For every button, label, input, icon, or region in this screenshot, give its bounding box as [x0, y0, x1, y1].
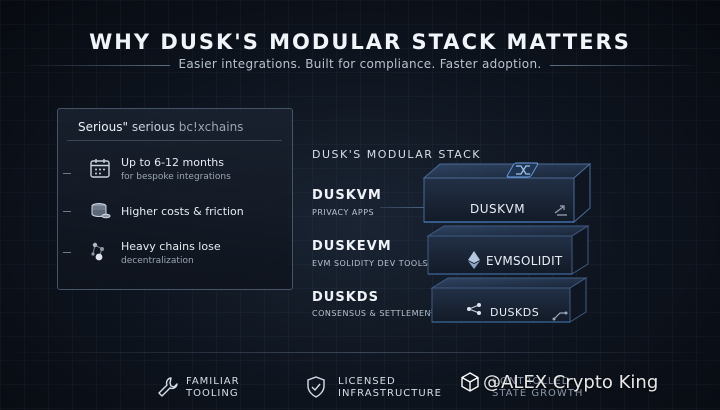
- footer-line1: LICENSED: [338, 376, 396, 387]
- wrench-icon: [158, 377, 178, 397]
- network-icon: [467, 303, 481, 315]
- panel-heading-a: Serious": [78, 120, 128, 134]
- block-duskvm: [422, 162, 592, 224]
- layer-sub-duskvm: PRIVACY APPS: [312, 208, 375, 217]
- problems-panel: [57, 108, 293, 290]
- layer-sub-duskevm: EVM SOLIDITY DEV TOOLS: [312, 259, 429, 268]
- item-title: Up to 6-12 months: [121, 156, 224, 169]
- block-duskds: [430, 277, 588, 323]
- footer-line1: FAMILIAR: [186, 376, 240, 387]
- connector-line: [426, 312, 432, 313]
- layer-title-duskvm: DUSKVM: [312, 188, 382, 203]
- block-label-duskevm: EVMSOLIDIT: [486, 254, 563, 268]
- ethereum-icon: [468, 251, 480, 269]
- item-sub: decentralization: [121, 256, 194, 266]
- page-subtitle: Easier integrations. Built for complianc…: [178, 57, 542, 71]
- item-sub: for bespoke integrations: [121, 172, 231, 182]
- subtitle-rule-right: [550, 65, 700, 66]
- nodes-icon: [91, 242, 104, 261]
- connector-line: [420, 263, 430, 264]
- panel-dash: [63, 173, 71, 174]
- layer-sub-duskds: CONSENSUS & SETTLEMENT: [312, 309, 437, 318]
- panel-heading: Serious" serious bc!xchains: [78, 120, 243, 134]
- stack-heading: DUSK'S MODULAR STACK: [312, 148, 482, 161]
- footer-divider: [0, 352, 720, 353]
- shield-check-icon: [307, 376, 325, 398]
- block-duskevm: [426, 225, 590, 275]
- layer-title-duskds: DUSKDS: [312, 290, 379, 305]
- calendar-icon: [90, 159, 110, 178]
- footer-line2: TOOLING: [186, 388, 239, 399]
- footer-item-state-growth: CONTROLLED STATE GROWTH: [492, 376, 583, 400]
- coins-icon: [91, 203, 111, 219]
- layer-title-duskevm: DUSKEVM: [312, 239, 392, 254]
- block-label-duskds: DUSKDS: [490, 306, 540, 319]
- item-title: Heavy chains lose: [121, 240, 221, 253]
- panel-heading-c: bc!xchains: [178, 120, 244, 134]
- shuffle-icon: [516, 165, 530, 175]
- swap-icon: [554, 205, 567, 216]
- panel-dash: [63, 211, 71, 212]
- footer-line2: INFRASTRUCTURE: [338, 388, 442, 399]
- cube-icon: [461, 372, 479, 392]
- panel-dash: [63, 252, 71, 253]
- footer-line2: STATE GROWTH: [492, 388, 584, 399]
- subtitle-rule-left: [20, 65, 170, 66]
- footer-item-infrastructure: LICENSED INFRASTRUCTURE: [338, 376, 442, 400]
- block-label-duskvm: DUSKVM: [470, 202, 526, 216]
- watermark: @ALEX Crypto King: [483, 372, 659, 393]
- link-icon: [552, 311, 568, 321]
- connector-line: [380, 207, 426, 208]
- panel-divider: [67, 140, 282, 141]
- modular-stack-illustration: [422, 162, 592, 323]
- panel-heading-b: serious: [131, 120, 175, 134]
- page-title: WHY DUSK'S MODULAR STACK MATTERS: [89, 30, 631, 54]
- footer-line1: CONTROLLED: [492, 376, 571, 387]
- footer-item-tooling: FAMILIAR TOOLING: [186, 376, 240, 400]
- item-title: Higher costs & friction: [121, 205, 244, 218]
